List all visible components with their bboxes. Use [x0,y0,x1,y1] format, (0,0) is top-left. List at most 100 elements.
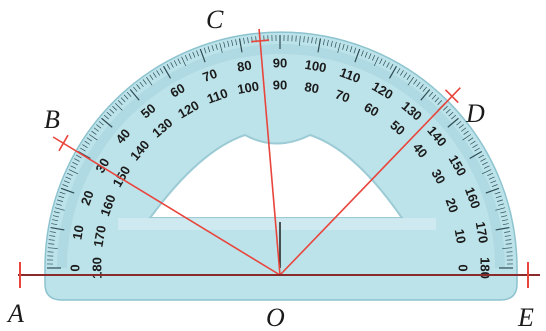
inner-scale-number: 100 [236,78,260,97]
label-A: A [6,299,24,328]
label-C: C [206,5,224,34]
degree-tick [372,55,376,61]
degree-tick [502,247,513,249]
outer-scale-number: 60 [167,80,187,100]
degree-tick [491,184,498,187]
degree-tick [501,215,508,218]
degree-tick [126,91,132,97]
degree-tick [82,144,88,149]
degree-tick [49,231,56,233]
degree-tick [106,111,112,117]
inner-scale-number: 10 [452,228,469,245]
degree-tick [485,187,500,194]
degree-tick [68,169,79,175]
degree-tick [74,158,80,162]
degree-tick [480,158,486,162]
degree-tick [235,39,238,46]
inner-scale-number: 160 [97,193,119,219]
degree-tick [346,45,349,52]
degree-tick [495,207,506,211]
degree-tick [207,46,211,53]
degree-tick [469,150,483,160]
degree-tick [419,84,424,90]
degree-tick [364,51,368,58]
outer-scale-number: 90 [273,55,287,70]
degree-tick [317,38,322,53]
outer-scale-number: 70 [201,66,220,85]
label-D: D [465,99,485,128]
degree-tick [199,48,206,63]
degree-tick [219,42,223,53]
degree-tick [91,130,97,135]
degree-tick [505,243,512,245]
degree-tick [413,79,418,85]
ray-end-tick [251,39,270,43]
degree-tick [342,43,345,50]
degree-tick [139,81,144,87]
degree-tick [117,100,123,105]
degree-tick [162,65,172,79]
degree-tick [65,176,72,180]
degree-tick [490,180,497,184]
degree-tick [211,45,214,52]
degree-tick [505,239,512,241]
degree-tick [451,114,457,120]
outer-scale-number: 20 [78,189,97,208]
inner-scale-number: 20 [443,196,462,215]
degree-tick [447,117,459,128]
outer-scale-number: 180 [478,257,493,279]
degree-tick [120,97,126,103]
degree-tick [58,195,65,199]
degree-tick [303,36,305,43]
ray-OB [52,136,281,276]
degree-tick [112,105,117,111]
degree-tick [502,223,509,226]
degree-tick [149,74,154,81]
inner-scale-number: 110 [205,85,230,106]
degree-tick [54,207,65,211]
degree-tick [478,154,484,159]
degree-tick [48,239,55,241]
inner-scale-number: 30 [428,166,448,186]
degree-tick [142,79,147,85]
degree-tick [504,231,511,233]
degree-tick [456,121,462,126]
degree-tick [474,147,480,152]
degree-tick [379,58,383,65]
degree-tick [389,64,394,70]
degree-tick [326,40,329,47]
outer-scale-number: 110 [338,65,363,86]
degree-tick [307,36,309,43]
degree-tick [223,41,226,48]
rays [52,28,461,276]
degree-tick [386,62,390,68]
degree-tick [57,199,64,202]
degree-tick [93,127,99,132]
inner-scale-number: 0 [456,264,471,271]
degree-tick [501,219,508,222]
degree-tick [247,37,249,44]
degree-tick [396,68,401,74]
degree-tick [238,38,243,53]
degree-tick [443,105,448,111]
degree-tick [494,191,501,195]
outer-scale-number: 160 [462,185,484,211]
degree-tick [88,134,98,141]
outer-scale-number: 170 [473,220,492,244]
degree-tick [315,37,317,44]
degree-tick [60,187,75,194]
inner-scale-number: 170 [90,224,109,248]
degree-tick [488,176,495,180]
degree-tick [462,134,472,141]
ray-OC [258,28,281,276]
degree-tick [101,117,113,128]
inner-scale-number: 80 [303,79,320,96]
degree-tick [495,226,510,231]
degree-tick [156,70,161,76]
degree-tick [59,191,66,195]
protractor-window [148,133,404,219]
degree-tick [406,74,411,81]
degree-tick [80,147,86,152]
